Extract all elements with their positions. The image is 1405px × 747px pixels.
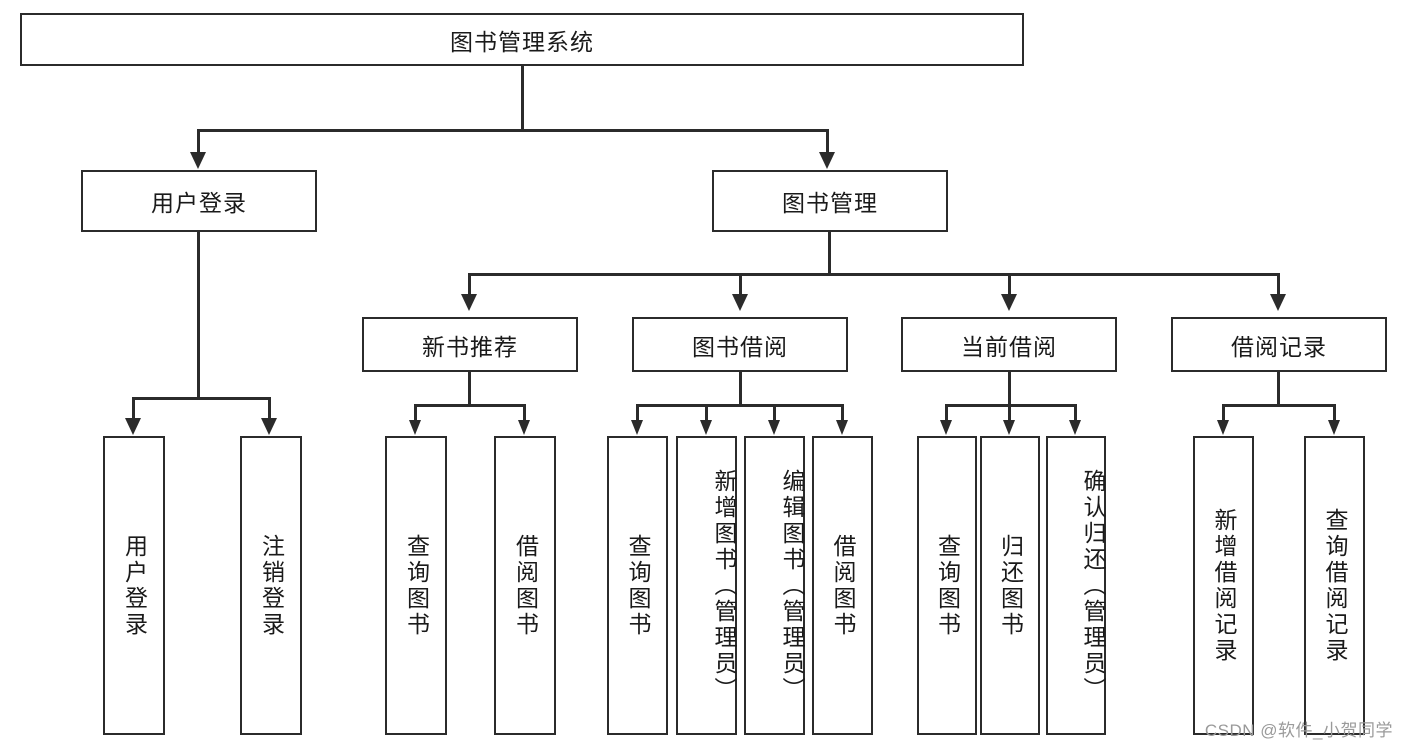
- leaf-book-borrow-borrow[interactable]: 借阅图书: [812, 436, 873, 735]
- leaf-book-borrow-add[interactable]: 新增图书（管理员）: [676, 436, 737, 735]
- arrow-book-borrow-to-leaf-0: [631, 420, 643, 435]
- arrow-book-mgmt-to-new-book: [461, 294, 477, 311]
- edge-book-mgmt-stem: [828, 232, 831, 276]
- edge-borrow-record-to-leaf-0: [1222, 404, 1225, 422]
- edge-root-stem: [521, 66, 524, 130]
- arrow-current-borrow-to-leaf-0: [940, 420, 952, 435]
- leaf-book-borrow-query[interactable]: 查询图书: [607, 436, 668, 735]
- edge-current-borrow-stem: [1008, 372, 1011, 406]
- edge-new-book-bus: [414, 404, 526, 407]
- edge-book-borrow-stem: [739, 372, 742, 406]
- edge-new-book-to-leaf-0: [414, 404, 417, 422]
- edge-book-mgmt-to-new-book: [468, 273, 471, 297]
- edge-user-login-to-leaf-1: [268, 397, 271, 421]
- leaf-book-borrow-edit[interactable]: 编辑图书（管理员）: [744, 436, 805, 735]
- edge-book-mgmt-bus: [468, 273, 1280, 276]
- leaf-user-login-logout[interactable]: 注销登录: [240, 436, 302, 735]
- node-user-login[interactable]: 用户登录: [81, 170, 317, 232]
- leaf-new-book-borrow[interactable]: 借阅图书: [494, 436, 556, 735]
- arrow-book-mgmt-to-current: [1001, 294, 1017, 311]
- node-current-borrow[interactable]: 当前借阅: [901, 317, 1117, 372]
- edge-borrow-record-to-leaf-1: [1333, 404, 1336, 422]
- edge-current-borrow-to-leaf-1: [1008, 404, 1011, 422]
- edge-current-borrow-to-leaf-0: [945, 404, 948, 422]
- leaf-new-book-query[interactable]: 查询图书: [385, 436, 447, 735]
- edge-book-mgmt-to-borrow: [739, 273, 742, 297]
- leaf-current-borrow-return[interactable]: 归还图书: [980, 436, 1040, 735]
- node-book-management[interactable]: 图书管理: [712, 170, 948, 232]
- leaf-borrow-record-add[interactable]: 新增借阅记录: [1193, 436, 1254, 735]
- leaf-user-login-login[interactable]: 用户登录: [103, 436, 165, 735]
- edge-book-borrow-to-leaf-1: [705, 404, 708, 422]
- arrow-book-mgmt-to-record: [1270, 294, 1286, 311]
- leaf-current-borrow-query[interactable]: 查询图书: [917, 436, 977, 735]
- arrow-book-borrow-to-leaf-3: [836, 420, 848, 435]
- edge-borrow-record-stem: [1277, 372, 1280, 406]
- edge-book-mgmt-to-record: [1277, 273, 1280, 297]
- arrow-current-borrow-to-leaf-2: [1069, 420, 1081, 435]
- arrow-new-book-to-leaf-1: [518, 420, 530, 435]
- arrow-book-borrow-to-leaf-2: [768, 420, 780, 435]
- leaf-borrow-record-query[interactable]: 查询借阅记录: [1304, 436, 1365, 735]
- edge-book-borrow-to-leaf-3: [841, 404, 844, 422]
- arrow-book-borrow-to-leaf-1: [700, 420, 712, 435]
- arrow-root-to-user-login: [190, 152, 206, 169]
- edge-root-to-book-mgmt: [826, 129, 829, 155]
- edge-user-login-bus: [132, 397, 271, 400]
- edge-book-mgmt-to-current: [1008, 273, 1011, 297]
- edge-new-book-to-leaf-1: [523, 404, 526, 422]
- edge-root-to-user-login: [197, 129, 200, 155]
- node-root-system[interactable]: 图书管理系统: [20, 13, 1024, 66]
- arrow-user-login-to-leaf-1: [261, 418, 277, 435]
- edge-root-bus: [197, 129, 829, 132]
- arrow-borrow-record-to-leaf-1: [1328, 420, 1340, 435]
- arrow-root-to-book-mgmt: [819, 152, 835, 169]
- edge-book-borrow-to-leaf-2: [773, 404, 776, 422]
- arrow-new-book-to-leaf-0: [409, 420, 421, 435]
- edge-new-book-stem: [468, 372, 471, 406]
- edge-user-login-to-leaf-0: [132, 397, 135, 421]
- watermark-text: CSDN @软件_小贺同学: [1204, 721, 1393, 740]
- arrow-book-mgmt-to-borrow: [732, 294, 748, 311]
- edge-book-borrow-bus: [636, 404, 844, 407]
- arrow-user-login-to-leaf-0: [125, 418, 141, 435]
- node-borrow-record[interactable]: 借阅记录: [1171, 317, 1387, 372]
- edge-book-borrow-to-leaf-0: [636, 404, 639, 422]
- node-new-book-recommend[interactable]: 新书推荐: [362, 317, 578, 372]
- leaf-current-borrow-confirm[interactable]: 确认归还（管理员）: [1046, 436, 1106, 735]
- node-book-borrow[interactable]: 图书借阅: [632, 317, 848, 372]
- arrow-current-borrow-to-leaf-1: [1003, 420, 1015, 435]
- edge-current-borrow-to-leaf-2: [1074, 404, 1077, 422]
- edge-user-login-stem: [197, 232, 200, 400]
- arrow-borrow-record-to-leaf-0: [1217, 420, 1229, 435]
- edge-borrow-record-bus: [1222, 404, 1336, 407]
